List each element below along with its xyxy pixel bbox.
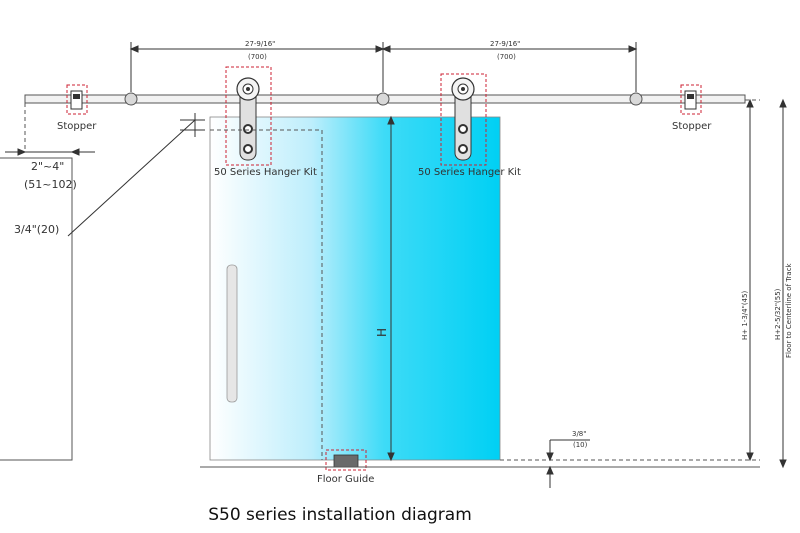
hanger-left-label: 50 Series Hanger Kit: [214, 167, 317, 178]
wall-brackets: [124, 92, 643, 106]
gap-leader: [67, 113, 205, 237]
reference-lines: [24, 99, 760, 461]
floor-gap-mm-label: (10): [573, 441, 588, 449]
door-height-label: H: [375, 328, 389, 337]
height-dimensions: [746, 98, 787, 469]
height-track-label: H+2-5/32"(55): [774, 288, 782, 340]
stopper-left-label: Stopper: [57, 121, 97, 132]
gap-label: 3/4"(20): [14, 223, 59, 236]
hanger-kit-right-icon: [440, 73, 487, 166]
height-top-label: H+ 1-3/4"(45): [741, 291, 749, 340]
span-left-mm-label: (700): [248, 53, 267, 61]
overlap-dimension: [5, 148, 95, 156]
hanger-right-label: 50 Series Hanger Kit: [418, 167, 521, 178]
bracket-icon: [376, 92, 390, 106]
diagram-caption: S50 series installation diagram: [208, 505, 472, 525]
overlap-mm-label: (51~102): [24, 178, 77, 191]
span-dimensions: [129, 42, 638, 92]
stopper-right-icon: [680, 84, 702, 115]
bracket-icon: [124, 92, 138, 106]
glass-door: [209, 116, 501, 461]
wall-outline: [0, 157, 73, 461]
overlap-label: 2"~4": [31, 160, 64, 173]
bracket-icon: [629, 92, 643, 106]
span-right-mm-label: (700): [497, 53, 516, 61]
stopper-right-label: Stopper: [672, 121, 712, 132]
floor-gap-label: 3/8": [572, 430, 587, 438]
door-handle: [226, 264, 238, 403]
floor-guide-label: Floor Guide: [317, 474, 374, 485]
span-left-label: 27-9/16": [245, 40, 275, 48]
floor-gap-dimension: [546, 439, 590, 488]
span-right-label: 27-9/16": [490, 40, 520, 48]
door-height-dimension: [387, 115, 395, 462]
stopper-left-icon: [66, 84, 88, 115]
height-track-note-label: Floor to Centerline of Track: [785, 262, 793, 358]
hanger-kit-left-icon: [225, 66, 272, 166]
